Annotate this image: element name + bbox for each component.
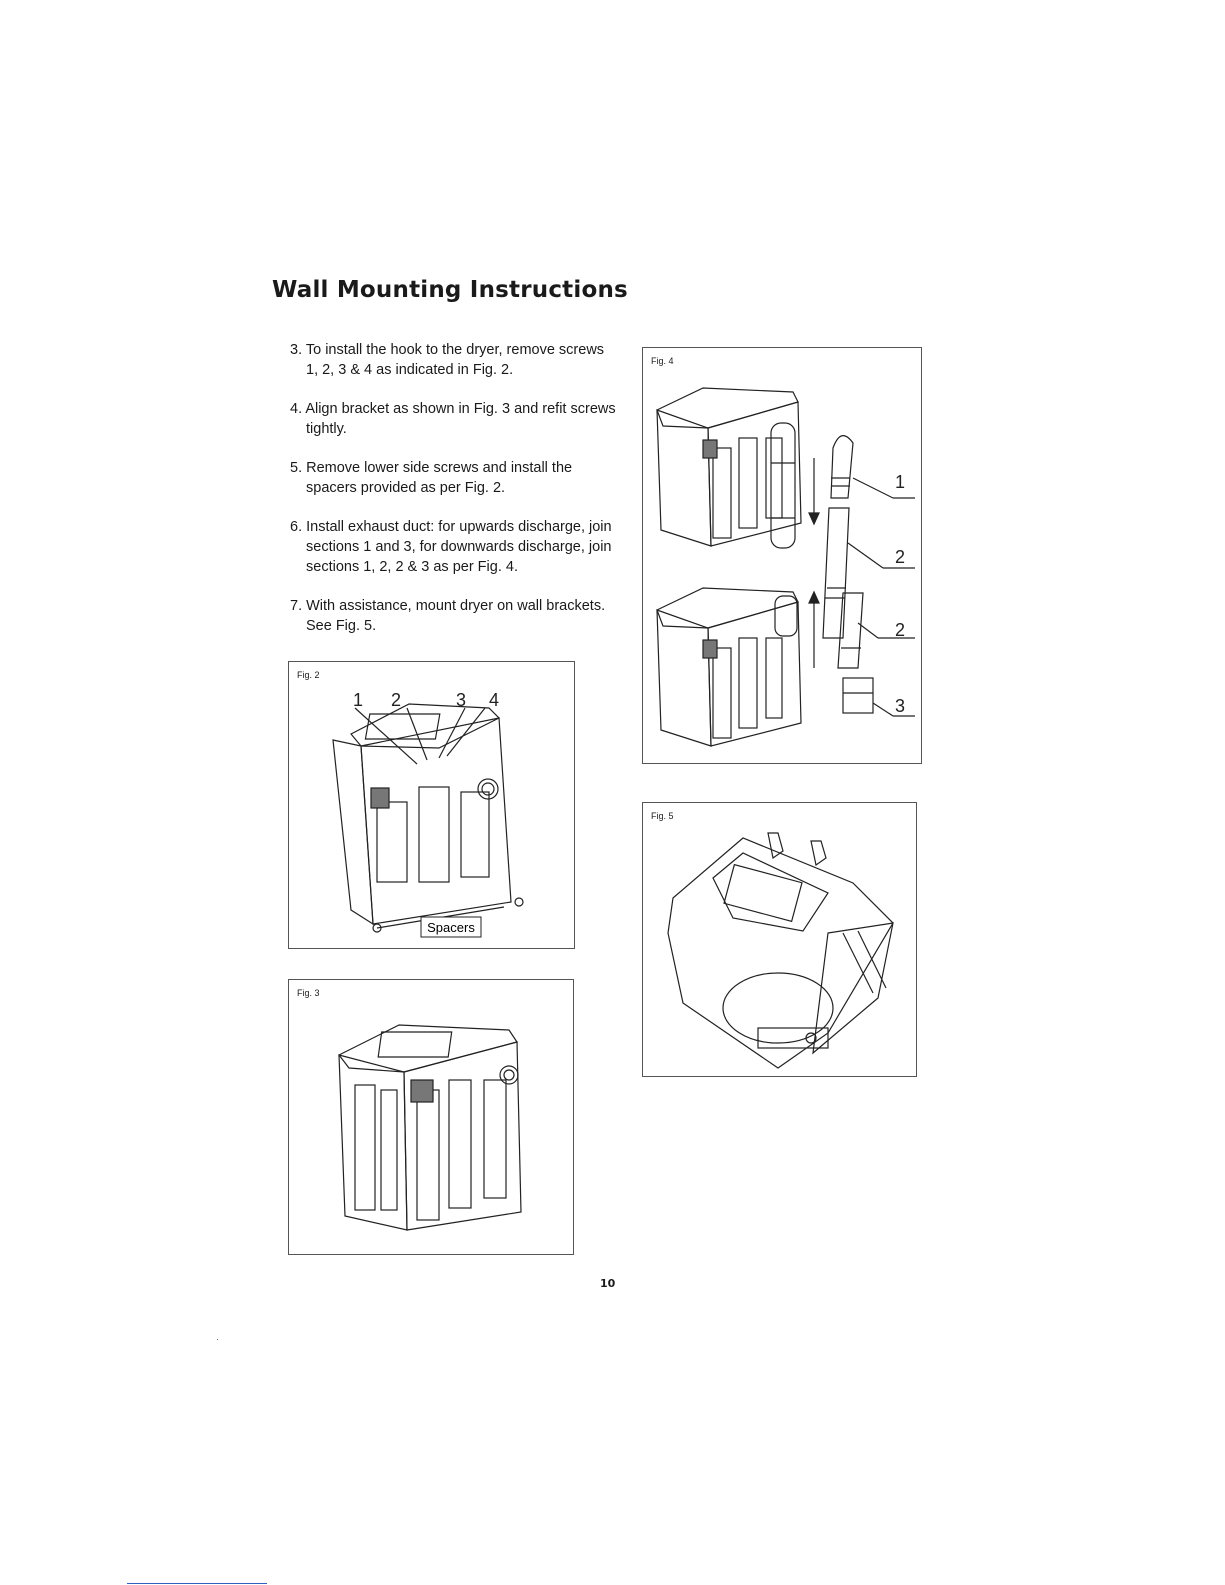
figure-2: 1 2 3 4 Spacers Fig. 2 <box>288 661 575 949</box>
figure-4: 1 2 2 3 Fig. 4 <box>642 347 922 764</box>
figure-5-drawing <box>667 832 894 1069</box>
fig4-callout-2a: 2 <box>895 547 905 567</box>
fig2-callout-2: 2 <box>391 690 401 710</box>
step-6: 6. Install exhaust duct: for upwards dis… <box>290 519 612 575</box>
figure-3: Fig. 3 <box>288 979 574 1255</box>
figure-4-drawing: 1 2 2 3 <box>656 387 915 747</box>
step-7: 7. With assistance, mount dryer on wall … <box>290 598 606 634</box>
page-title: Wall Mounting Instructions <box>272 277 628 303</box>
footer-link-underline <box>127 1583 267 1584</box>
figure-5: Fig. 5 <box>642 802 917 1077</box>
fig2-callout-4: 4 <box>489 690 499 710</box>
page-number: 10 <box>600 1277 616 1290</box>
fig4-callout-3: 3 <box>895 696 905 716</box>
figure-2-drawing: 1 2 3 4 Spacers <box>332 690 524 938</box>
fig2-callout-3: 3 <box>456 690 466 710</box>
figure-5-label: Fig. 5 <box>651 811 674 821</box>
figure-3-label: Fig. 3 <box>297 988 320 998</box>
stray-dot <box>217 1339 218 1340</box>
fig4-callout-2b: 2 <box>895 620 905 640</box>
step-3: 3. To install the hook to the dryer, rem… <box>290 342 605 378</box>
figure-3-drawing <box>338 1024 522 1231</box>
figure-2-label: Fig. 2 <box>297 670 320 680</box>
spacers-label: Spacers <box>427 920 475 935</box>
instruction-steps: 3. To install the hook to the dryer, rem… <box>290 340 620 655</box>
figure-4-label: Fig. 4 <box>651 356 674 366</box>
step-4: 4. Align bracket as shown in Fig. 3 and … <box>290 401 616 437</box>
step-5: 5. Remove lower side screws and install … <box>290 460 573 496</box>
fig4-callout-1: 1 <box>895 472 905 492</box>
fig2-callout-1: 1 <box>353 690 363 710</box>
